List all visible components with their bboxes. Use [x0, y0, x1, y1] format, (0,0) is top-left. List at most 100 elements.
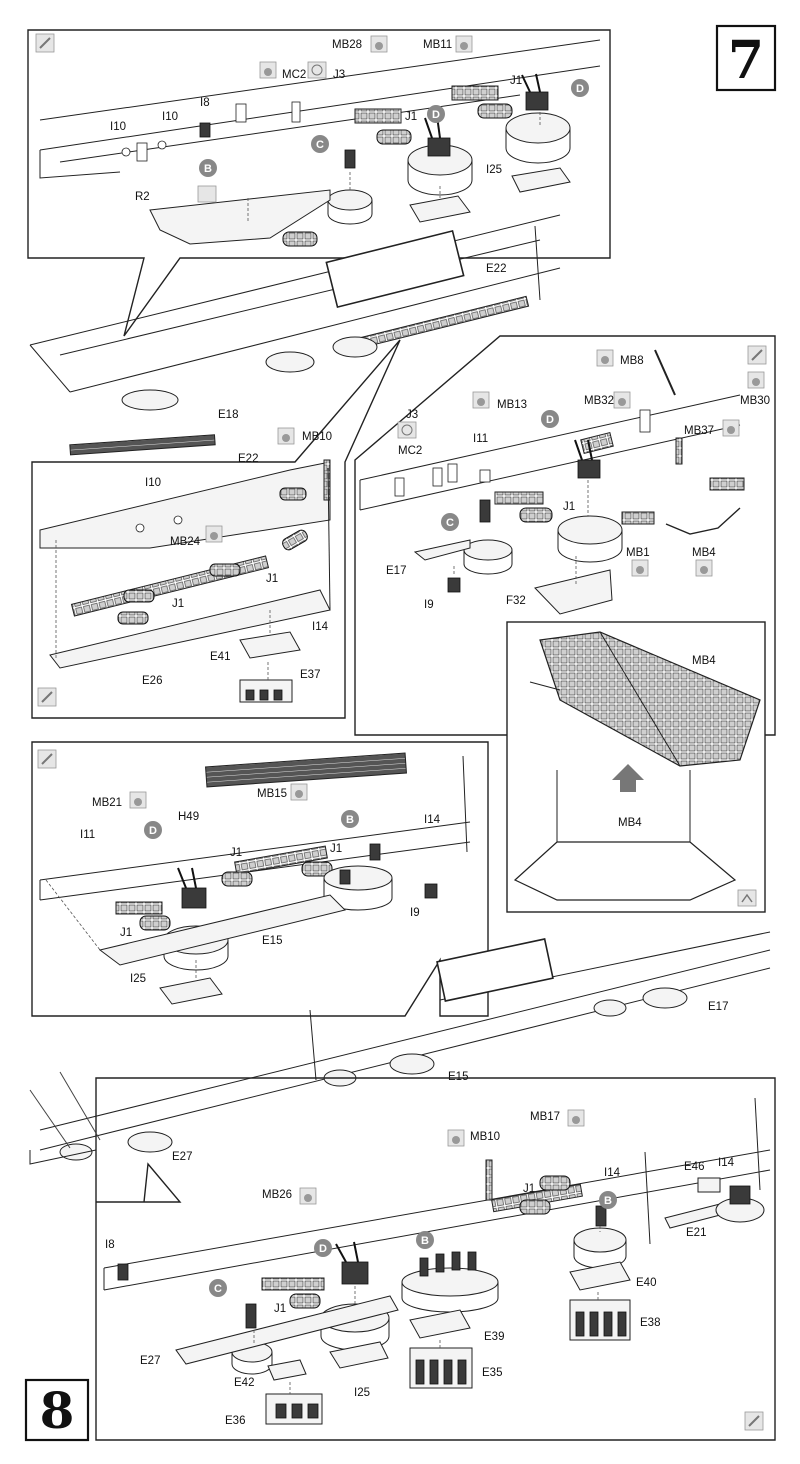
railing-mb1 — [621, 511, 655, 525]
label-h49: H49 — [178, 811, 199, 823]
label-mc2: MC2 — [398, 445, 422, 457]
label-i14: I14 — [424, 814, 441, 826]
label-mb8: MB8 — [620, 355, 644, 367]
hull-section-top: E22 E18 — [29, 214, 561, 421]
deck-e17 — [413, 539, 471, 561]
aa-gun-d — [335, 1241, 369, 1285]
net-mb4-bent — [513, 841, 737, 901]
label-e37: E37 — [300, 669, 320, 681]
label-e21: E21 — [686, 1227, 706, 1239]
label-e18: E18 — [218, 409, 238, 421]
label-j1: J1 — [172, 598, 184, 610]
detail-panel-c: MB8 MB13 MB32 MB30 MB37 J3 MC2 I11 J1 MB… — [354, 335, 776, 736]
railing-mb26 — [261, 1277, 325, 1291]
callout-d: D — [541, 410, 559, 428]
ladder-mb10 — [323, 459, 331, 501]
railing-mb28 — [354, 108, 402, 124]
label-i10: I10 — [145, 477, 161, 489]
ladder-mb10 — [485, 1159, 493, 1201]
label-i10: I10 — [162, 111, 178, 123]
label-j3: J3 — [333, 69, 345, 81]
support-i25 — [511, 167, 571, 193]
door-port — [235, 103, 247, 123]
plate-e39 — [409, 1309, 471, 1339]
flip-part-icon — [397, 421, 417, 439]
svg-text:D: D — [149, 825, 157, 837]
svg-text:D: D — [432, 109, 440, 121]
label-e27: E27 — [140, 1355, 160, 1367]
label-mb21: MB21 — [92, 797, 122, 809]
paint-drop-icon — [695, 559, 713, 577]
callout-b: B — [199, 159, 217, 177]
support-i25 — [409, 195, 471, 223]
support-f32 — [534, 569, 613, 615]
callout-c: C — [209, 1279, 227, 1297]
callout-b: B — [599, 1191, 617, 1209]
plate-e42 — [267, 1359, 307, 1381]
label-i8: I8 — [200, 97, 210, 109]
brush-icon — [35, 33, 55, 53]
float-j1 — [376, 129, 412, 145]
label-j1: J1 — [230, 847, 242, 859]
paint-drop-icon — [277, 427, 295, 445]
label-i10: I10 — [110, 121, 126, 133]
svg-text:B: B — [346, 814, 354, 826]
callout-c: C — [441, 513, 459, 531]
ladder-mb37 — [675, 437, 683, 465]
label-mb28: MB28 — [332, 39, 362, 51]
label-mb37: MB37 — [684, 425, 714, 437]
brush-icon — [744, 1411, 764, 1431]
label-mb15: MB15 — [257, 788, 287, 800]
callout-d: D — [571, 79, 589, 97]
label-i11: I11 — [473, 433, 488, 445]
label-e17: E17 — [386, 565, 406, 577]
elevator-well — [436, 938, 554, 1002]
elevator-well — [325, 229, 465, 309]
label-mb24: MB24 — [170, 536, 201, 548]
railing-mb30 — [709, 477, 745, 491]
label-j1: J1 — [405, 111, 417, 123]
brush-icon — [37, 749, 57, 769]
part-i8 — [117, 1263, 129, 1281]
part-i8 — [199, 122, 211, 138]
part-e46 — [697, 1177, 721, 1193]
step-7-badge: 7 — [715, 24, 777, 92]
label-j1: J1 — [330, 843, 342, 855]
paint-drop-icon — [447, 1129, 465, 1147]
detail-panel-d: MB21 H49 MB15 I14 I11 J1 J1 J1 E15 I9 I2… — [31, 741, 489, 1017]
paint-drop-icon — [455, 35, 473, 53]
support-e37 — [239, 679, 293, 703]
label-i11: I11 — [80, 829, 95, 841]
label-mb26: MB26 — [262, 1189, 292, 1201]
aa-gun-d — [177, 867, 207, 909]
label-mb10: MB10 — [302, 431, 332, 443]
bend-arrow-icon — [737, 889, 757, 907]
paint-drop-icon — [129, 791, 147, 809]
label-i9: I9 — [410, 907, 420, 919]
mast-mb8 — [654, 349, 676, 396]
detail-panel-mb4: MB4 MB4 — [506, 621, 766, 913]
part-i9 — [424, 883, 438, 899]
label-e15: E15 — [448, 1071, 468, 1083]
aa-gun-c — [479, 499, 491, 523]
float-j1 — [477, 103, 513, 119]
label-i25: I25 — [354, 1387, 370, 1399]
label-mb13: MB13 — [497, 399, 527, 411]
svg-text:B: B — [204, 163, 212, 175]
svg-text:D: D — [319, 1243, 327, 1255]
label-i14: I14 — [312, 621, 329, 633]
label-j1: J1 — [510, 75, 522, 87]
brush-icon — [747, 345, 767, 365]
label-mb17: MB17 — [530, 1111, 560, 1123]
label-mb4: MB4 — [618, 817, 642, 829]
label-i25: I25 — [486, 164, 502, 176]
label-j1: J1 — [120, 927, 132, 939]
label-mb32: MB32 — [584, 395, 614, 407]
callout-c: C — [311, 135, 329, 153]
railing-mb11 — [451, 85, 499, 101]
paint-drop-icon — [259, 61, 277, 79]
callout-d: D — [314, 1239, 332, 1257]
gun-tub — [505, 112, 571, 144]
paint-drop-icon — [205, 525, 223, 543]
